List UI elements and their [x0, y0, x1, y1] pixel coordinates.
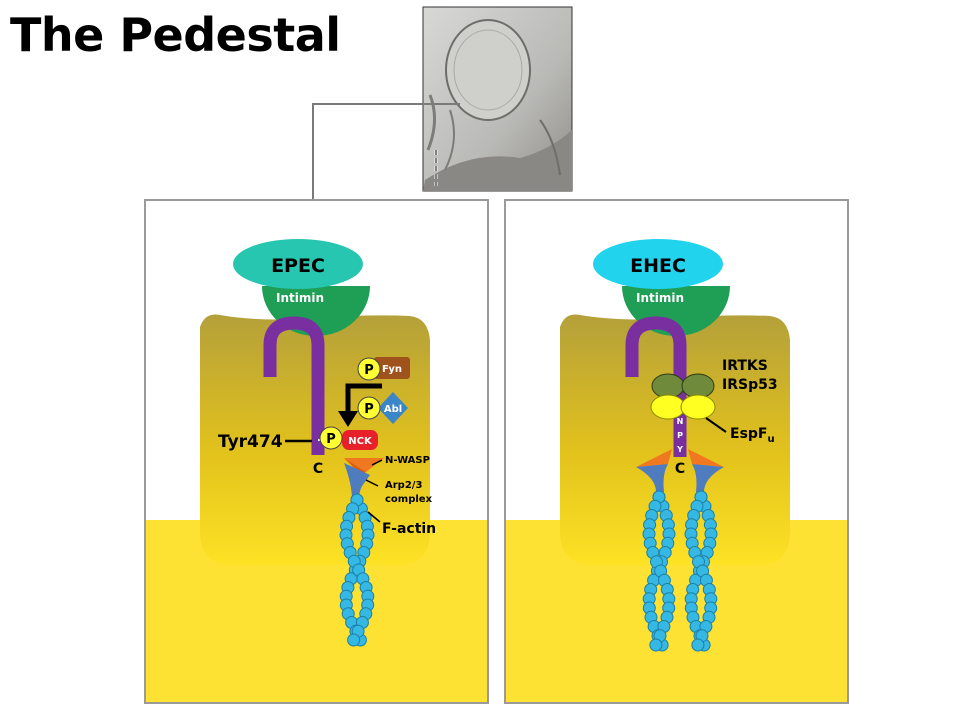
phospho-abl-label: P — [364, 402, 374, 417]
fyn-kinase — [374, 357, 410, 379]
phospho-fyn-label: P — [364, 363, 374, 378]
actin-monomer — [347, 633, 361, 647]
npy-motif-y: Y — [676, 445, 683, 454]
f-actin-filament-ehec-left — [642, 490, 676, 652]
f-actin-filament-epec — [339, 493, 375, 647]
arp23-left — [636, 464, 668, 492]
tir-receptor-ehec — [625, 316, 687, 457]
phospho-tyr474-label: P — [326, 432, 336, 447]
panel-epec: Intimin EPEC C Fyn P Abl P Tyr474 NCK P … — [144, 199, 489, 704]
npy-motif-p: P — [677, 431, 683, 440]
tyr474-label: Tyr474 — [218, 432, 283, 452]
nwasp-label: N-WASP — [385, 455, 430, 466]
tir-c-terminus-ehec: C — [675, 461, 685, 477]
irtks-protein — [651, 373, 685, 399]
phospho-tyr474 — [319, 426, 343, 450]
intimin-label-epec: Intimin — [276, 291, 324, 305]
ehec-bacterium — [593, 239, 723, 289]
epec-label: EPEC — [271, 255, 325, 277]
micrograph-connector — [312, 103, 460, 201]
arp23-label-1: Arp2/3 — [385, 480, 422, 491]
tir-receptor-epec — [263, 316, 325, 455]
abl-label: Abl — [384, 404, 402, 415]
actin-monomer — [649, 638, 663, 652]
espfu-domain-2 — [680, 394, 716, 420]
nwasp-left — [636, 449, 672, 467]
irsp53-label: IRSp53 — [722, 377, 778, 393]
espfu-domain-1 — [650, 394, 686, 420]
ehec-label: EHEC — [630, 255, 686, 277]
irtks-label: IRTKS — [722, 358, 768, 374]
micrograph — [422, 6, 573, 192]
f-actin-filament-ehec-right — [684, 490, 718, 652]
nwasp — [344, 458, 384, 472]
espfu-label: EspFu — [730, 426, 775, 445]
panel-ehec: Intimin EHEC N P Y C IRTKS IRSp53 EspFu — [504, 199, 849, 704]
arp23-complex — [344, 463, 370, 500]
page-title: The Pedestal — [10, 8, 341, 62]
epec-bacterium — [233, 239, 363, 289]
phospho-fyn — [357, 357, 381, 381]
intimin-label-ehec: Intimin — [636, 291, 684, 305]
nck-label: NCK — [348, 436, 373, 447]
arp23-right — [692, 464, 724, 492]
espfu-label-sub: u — [767, 434, 774, 445]
fyn-label: Fyn — [382, 364, 402, 375]
phospho-arrow — [345, 383, 382, 414]
nck-adaptor — [342, 430, 378, 450]
npy-motif-n: N — [677, 417, 684, 426]
f-actin-label: F-actin — [382, 521, 436, 537]
irsp53-protein — [681, 373, 715, 399]
arp23-label-2: complex — [385, 494, 433, 505]
nwasp-right — [688, 449, 724, 467]
abl-kinase — [378, 392, 408, 424]
phospho-abl — [357, 396, 381, 420]
espfu-label-main: EspF — [730, 426, 767, 442]
actin-monomer — [691, 638, 705, 652]
tir-c-terminus-epec: C — [313, 461, 323, 477]
